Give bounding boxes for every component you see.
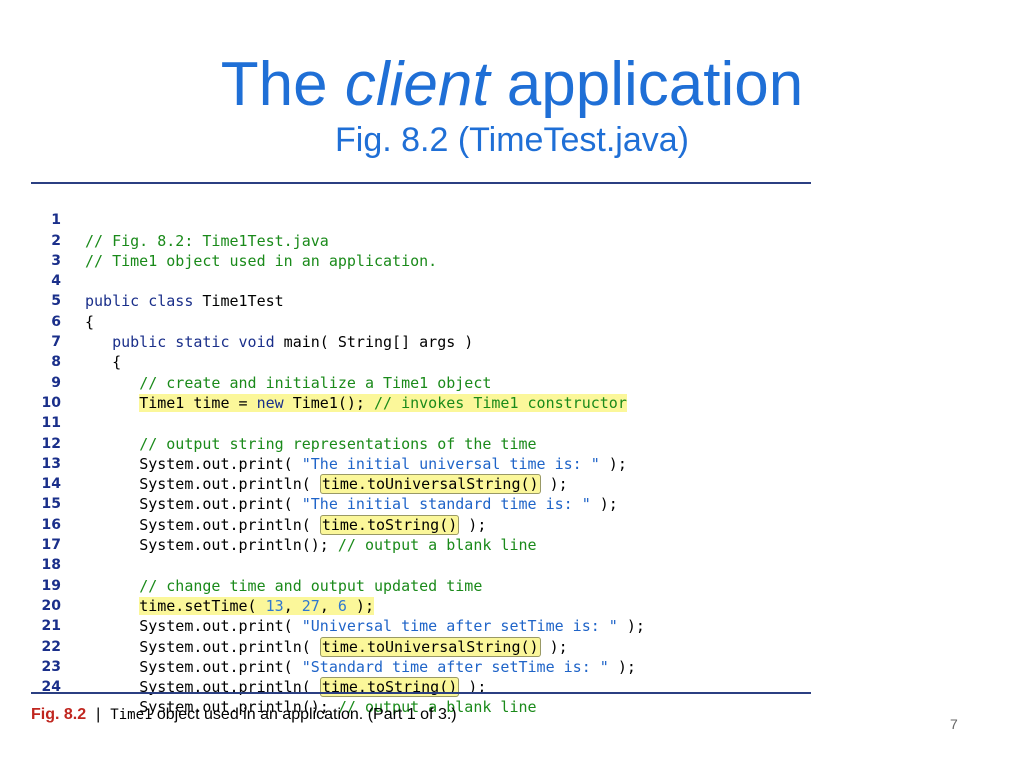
line-number: 8 bbox=[51, 354, 61, 371]
code-listing: 1 // Fig. 8.2: Time1Test.java 2 // Time1… bbox=[31, 190, 811, 716]
highlighted-code: Time1 time = new Time1(); // invokes Tim… bbox=[139, 393, 627, 412]
bottom-divider bbox=[31, 692, 811, 694]
code-line: 17 bbox=[31, 515, 811, 553]
line-number: 22 bbox=[41, 638, 61, 655]
code-number: 13 bbox=[265, 596, 284, 615]
code-line: 10 bbox=[31, 373, 811, 411]
code-string: "Standard time after setTime is: " bbox=[301, 657, 609, 676]
code-comment: // Time1 object used in an application. bbox=[85, 251, 438, 270]
figure-caption: Fig. 8.2 | Time1 object used in an applica… bbox=[31, 706, 457, 724]
code-line: 18 // change time and output updated tim… bbox=[31, 535, 811, 594]
code-line: 6 public static void main( String[] args… bbox=[31, 291, 811, 351]
slide-subtitle: Fig. 8.2 (TimeTest.java) bbox=[335, 121, 689, 159]
line-number: 18 bbox=[41, 557, 61, 574]
line-number: 6 bbox=[51, 313, 61, 330]
line-number: 23 bbox=[41, 658, 61, 675]
title-emphasis: client bbox=[344, 50, 490, 119]
highlighted-method-call: time.toString() bbox=[319, 677, 460, 698]
highlighted-method-call: time.toString() bbox=[319, 514, 460, 535]
code-number: 27 bbox=[301, 596, 320, 615]
code-comment: // output a blank line bbox=[337, 698, 537, 717]
code-comment: // invokes Time1 constructor bbox=[374, 393, 627, 412]
line-number: 3 bbox=[51, 252, 61, 269]
code-line: 21 System.out.println( time.toUniversalS… bbox=[31, 596, 811, 657]
line-number: 2 bbox=[51, 232, 61, 249]
code-keyword: public static void bbox=[112, 333, 275, 352]
caption-separator: | bbox=[96, 706, 101, 723]
code-line: 1 // Fig. 8.2: Time1Test.java bbox=[31, 190, 811, 249]
caption-class-name: Time1 bbox=[110, 707, 153, 723]
code-line: 2 // Time1 object used in an application… bbox=[31, 210, 811, 270]
caption-text: object used in an application. (Part 1 o… bbox=[152, 706, 457, 723]
code-comment: // create and initialize a Time1 object bbox=[139, 373, 492, 392]
line-number: 19 bbox=[41, 577, 61, 594]
code-line: 7 { bbox=[31, 312, 811, 371]
line-number: 20 bbox=[41, 597, 61, 614]
slide-title: The client application bbox=[220, 50, 804, 119]
code-line: 24 System.out.println(); // output a bla… bbox=[31, 657, 811, 716]
code-line: 5 { bbox=[31, 271, 811, 330]
line-number: 24 bbox=[41, 679, 61, 696]
code-keyword: new bbox=[256, 393, 284, 412]
line-number: 21 bbox=[41, 618, 61, 635]
code-line: 4 public class Time1Test bbox=[31, 251, 811, 310]
code-line: 8 // create and initialize a Time1 objec… bbox=[31, 332, 811, 391]
line-number: 1 bbox=[51, 212, 61, 229]
line-number: 12 bbox=[41, 435, 61, 452]
top-divider bbox=[31, 182, 811, 184]
code-comment: // change time and output updated time bbox=[139, 576, 483, 595]
line-number: 14 bbox=[41, 476, 61, 493]
code-line: 11 // output string representations of t… bbox=[31, 393, 811, 452]
code-string: "The initial standard time is: " bbox=[301, 495, 591, 514]
line-number: 16 bbox=[41, 516, 61, 533]
highlighted-method-call: time.toUniversalString() bbox=[319, 636, 541, 657]
code-line: 12 System.out.print( "The initial univer… bbox=[31, 413, 811, 473]
code-line: 3 bbox=[31, 231, 811, 269]
highlighted-code: time.setTime( 13, 27, 6 ); bbox=[139, 596, 374, 615]
code-string: "Universal time after setTime is: " bbox=[301, 617, 618, 636]
highlighted-method-call: time.toUniversalString() bbox=[319, 474, 541, 495]
code-line: 15 System.out.println( time.toString() )… bbox=[31, 474, 811, 535]
line-number: 17 bbox=[41, 537, 61, 554]
code-comment: // output a blank line bbox=[337, 536, 537, 555]
code-line: 16 System.out.println(); // output a bla… bbox=[31, 494, 811, 554]
code-string: "The initial universal time is: " bbox=[301, 454, 600, 473]
line-number: 11 bbox=[41, 415, 61, 432]
code-line: 13 System.out.println( time.toUniversalS… bbox=[31, 434, 811, 495]
line-number: 10 bbox=[41, 394, 61, 411]
code-line: 20 System.out.print( "Universal time aft… bbox=[31, 576, 811, 635]
code-keyword: public class bbox=[85, 292, 194, 311]
code-comment: // output string representations of the … bbox=[139, 434, 537, 453]
line-number: 4 bbox=[51, 273, 61, 290]
code-line-highlighted: 9 Time1 time = new Time1(); // invokes T… bbox=[31, 352, 811, 412]
code-number: 6 bbox=[337, 596, 347, 615]
line-number: 5 bbox=[51, 293, 61, 310]
line-number: 15 bbox=[41, 496, 61, 513]
code-line: 22 System.out.print( "Standard time afte… bbox=[31, 616, 811, 676]
line-number: 7 bbox=[51, 334, 61, 351]
code-line-highlighted: 19 time.setTime( 13, 27, 6 ); bbox=[31, 555, 811, 615]
line-number: 9 bbox=[51, 374, 61, 391]
code-line: 14 System.out.print( "The initial standa… bbox=[31, 454, 811, 513]
page-number: 7 bbox=[950, 716, 958, 732]
code-line: 23 System.out.println( time.toString() )… bbox=[31, 637, 811, 698]
line-number: 13 bbox=[41, 455, 61, 472]
figure-label: Fig. 8.2 bbox=[31, 706, 87, 723]
code-comment: // Fig. 8.2: Time1Test.java bbox=[85, 231, 329, 250]
